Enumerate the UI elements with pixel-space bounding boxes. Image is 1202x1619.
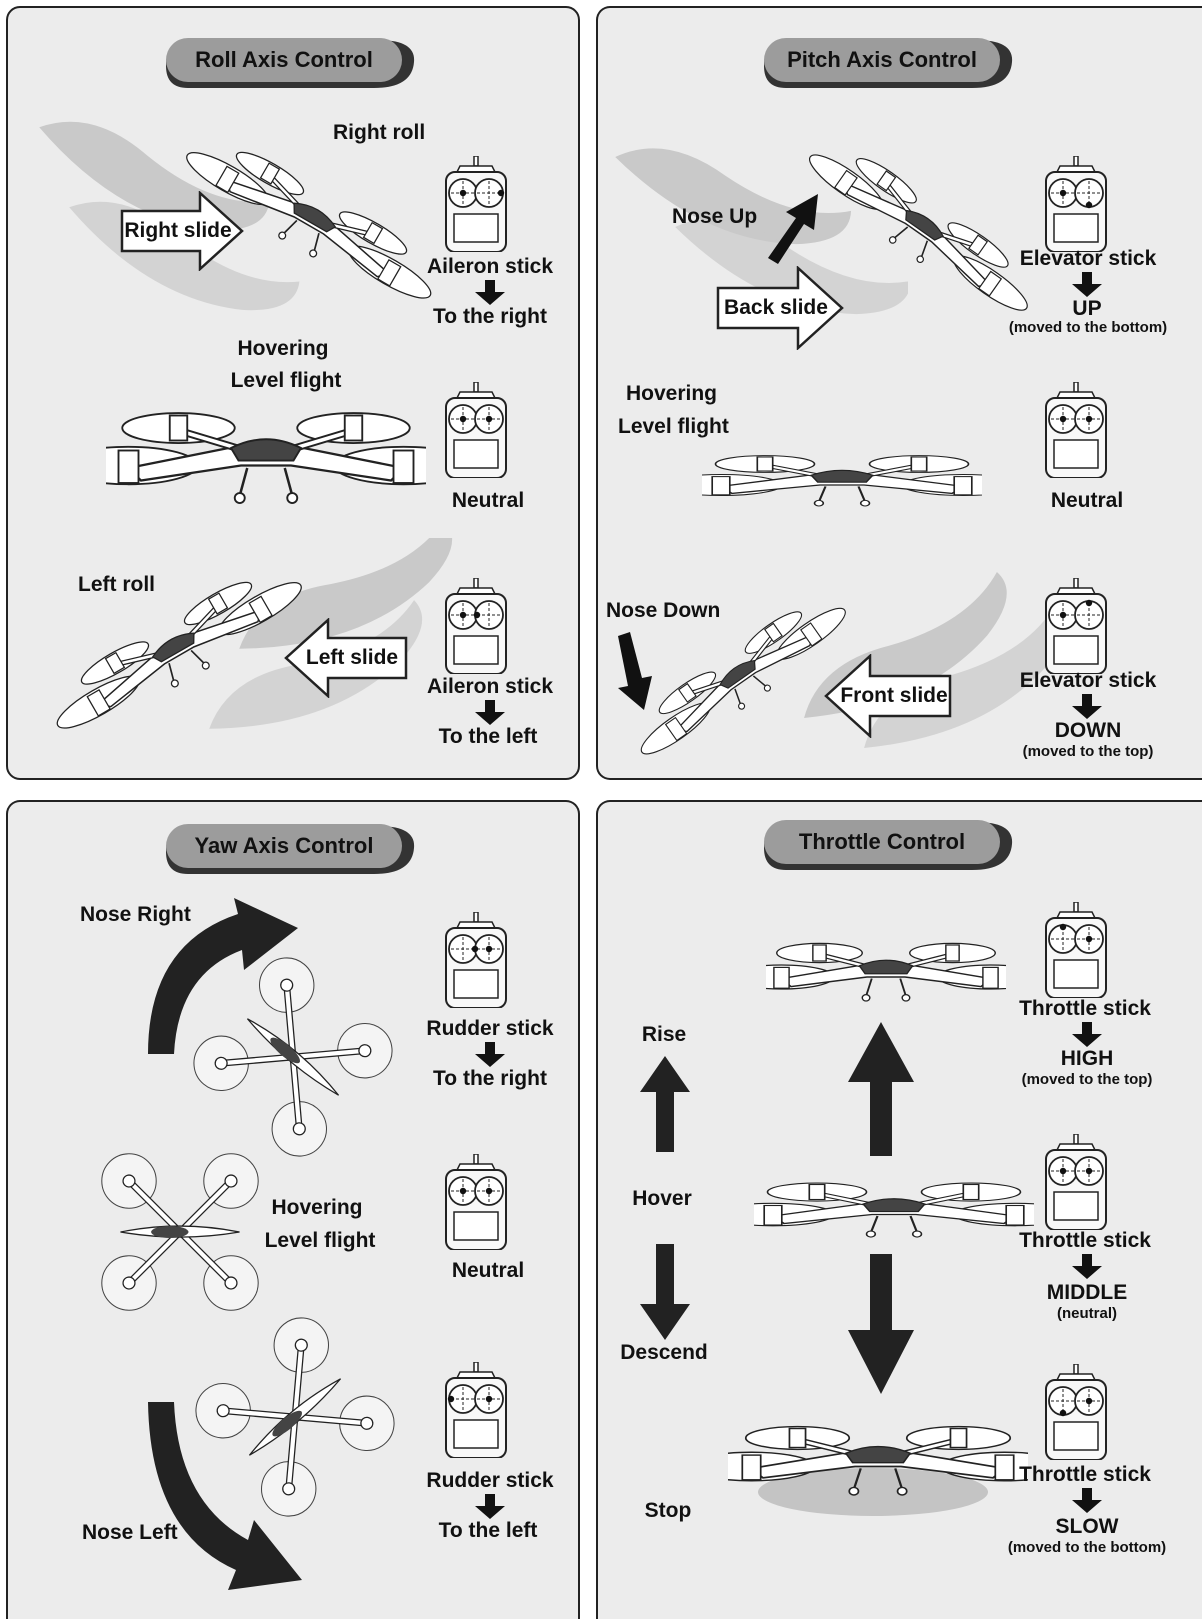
aileron-stick-left-label: Aileron stick [426,675,554,698]
transmitter-icon [445,1362,507,1458]
throttle-title: Throttle Control [798,829,966,854]
pitch-panel: Pitch Axis Control Nose Up Back slide El… [596,6,1202,780]
down-arrow-icon [475,700,505,725]
up-note-label: (moved to the bottom) [1008,319,1168,336]
drone-icon [766,914,1006,1024]
transmitter-icon [1045,382,1107,478]
roll-panel: Roll Axis Control Right roll Right slide… [6,6,580,780]
transmitter-icon [445,1154,507,1250]
slow-note-label: (moved to the bottom) [1007,1539,1167,1556]
neutral-label: Neutral [451,1259,525,1282]
level-flight-label: Level flight [264,1229,376,1252]
transmitter-icon [1045,1134,1107,1230]
transmitter-icon [445,578,507,674]
curved-arrow-icon [148,1402,302,1590]
nose-right-label: Nose Right [80,903,191,926]
throttle-stick-middle-label: Throttle stick [1019,1229,1151,1252]
left-roll-label: Left roll [78,573,155,596]
down-arrow-icon [1072,1488,1102,1513]
level-flight-label: Level flight [230,369,342,392]
transmitter-icon [445,156,507,252]
left-slide-arrow: Left slide [284,617,408,699]
to-the-right-label: To the right [433,1067,547,1090]
up-label: UP [1072,297,1102,320]
transmitter-icon [1045,902,1107,998]
pitch-title: Pitch Axis Control [787,47,977,72]
down-arrow-icon [1072,272,1102,297]
high-note-label: (moved to the top) [1021,1071,1153,1088]
hovering-label: Hovering [237,337,329,360]
drone-icon [754,1152,1034,1262]
transmitter-icon [445,912,507,1008]
down-arrow-icon [640,1244,690,1340]
nose-down-label: Nose Down [606,599,721,622]
rudder-stick-left-label: Rudder stick [426,1469,554,1492]
up-arrow-icon [640,1056,690,1152]
middle-label: MIDDLE [1046,1281,1128,1304]
down-arrow-icon [848,1254,914,1394]
throttle-panel: Throttle Control Rise Hover Descend Stop… [596,800,1202,1619]
curved-arrow-icon [148,898,298,1054]
up-right-arrow-icon [768,194,818,264]
rudder-stick-right-label: Rudder stick [426,1017,554,1040]
transmitter-icon [1045,1364,1107,1460]
neutral-label: Neutral [1050,489,1124,512]
down-arrow-icon [475,280,505,305]
to-the-left-label: To the left [438,725,538,748]
down-arrow-icon [475,1494,505,1519]
down-arrow-icon [618,632,652,710]
roll-title-pill: Roll Axis Control [166,38,416,90]
elevator-stick-down-label: Elevator stick [1019,669,1157,692]
right-slide-label: Right slide [124,219,232,242]
middle-note-label: (neutral) [1057,1305,1117,1322]
back-slide-arrow: Back slide [716,265,844,351]
transmitter-icon [1045,156,1107,252]
descend-label: Descend [620,1341,708,1364]
throttle-title-pill: Throttle Control [764,820,1014,872]
back-slide-label: Back slide [724,296,828,319]
rise-label: Rise [641,1023,687,1046]
down-arrow-icon [1072,1022,1102,1047]
down-arrow-icon [1072,694,1102,719]
aileron-stick-right-label: Aileron stick [426,255,554,278]
drone-icon [30,548,320,748]
hovering-label: Hovering [271,1196,363,1219]
high-label: HIGH [1060,1047,1114,1070]
down-arrow-icon [1072,1254,1102,1279]
throttle-stick-slow-label: Throttle stick [1019,1463,1151,1486]
right-slide-arrow: Right slide [120,190,244,272]
drone-icon [728,1392,1028,1522]
neutral-label: Neutral [451,489,525,512]
yaw-panel: Yaw Axis Control Nose Right Rudder stick… [6,800,580,1619]
down-label: DOWN [1054,719,1122,742]
drone-icon [106,393,426,523]
level-flight-label: Level flight [618,415,729,438]
transmitter-icon [445,382,507,478]
ghost-shadow [758,1468,988,1516]
right-roll-label: Right roll [333,121,426,144]
down-note-label: (moved to the top) [1022,743,1154,760]
roll-title: Roll Axis Control [195,47,373,72]
hover-label: Hover [632,1187,692,1210]
throttle-stick-high-label: Throttle stick [1019,997,1151,1020]
stop-label: Stop [644,1499,692,1522]
yaw-title-pill: Yaw Axis Control [166,824,416,876]
drone-icon [624,580,854,770]
to-the-left-label: To the left [438,1519,538,1542]
yaw-title: Yaw Axis Control [194,833,374,858]
nose-up-label: Nose Up [672,205,758,228]
nose-left-label: Nose Left [82,1521,178,1544]
front-slide-label: Front slide [840,684,948,707]
down-arrow-icon [475,1042,505,1067]
to-the-right-label: To the right [433,305,547,328]
left-slide-label: Left slide [305,646,399,669]
slow-label: SLOW [1055,1515,1119,1538]
transmitter-icon [1045,578,1107,674]
up-arrow-icon [848,1022,914,1156]
hovering-label: Hovering [626,382,718,405]
pitch-title-pill: Pitch Axis Control [764,38,1014,90]
drone-icon [702,428,982,528]
elevator-stick-up-label: Elevator stick [1019,247,1157,270]
front-slide-arrow: Front slide [824,653,952,739]
